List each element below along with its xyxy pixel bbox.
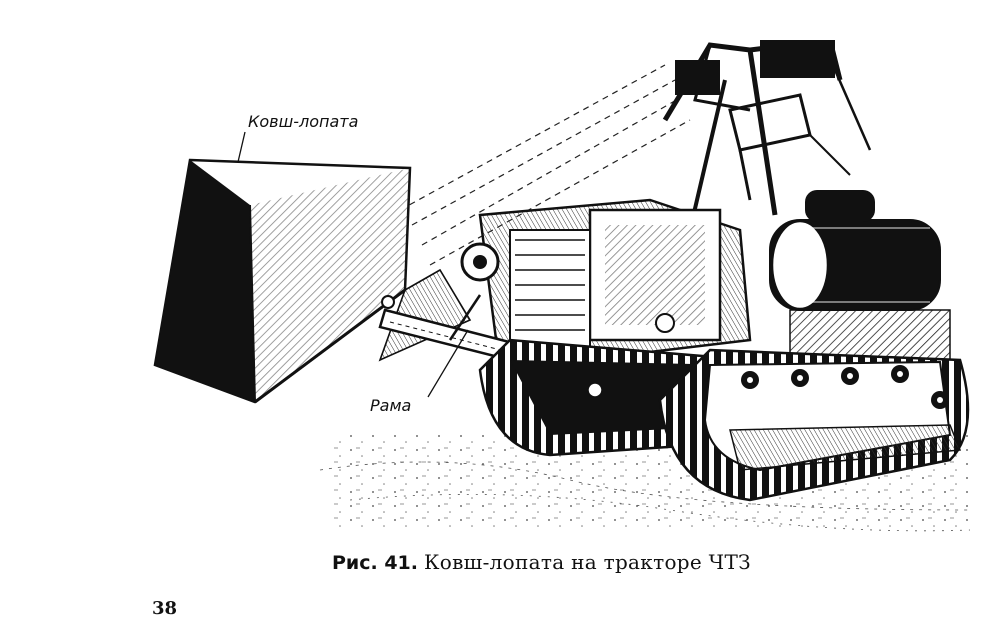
tractor-shovel-illustration (150, 40, 980, 545)
page-number: 38 (152, 598, 178, 619)
bucket-swing-lines (399, 64, 691, 266)
rear-track (658, 348, 970, 502)
figure-caption: Рис. 41. Ковш-лопата на тракторе ЧТЗ (332, 550, 751, 574)
figure-caption-text: Ковш-лопата на тракторе ЧТЗ (424, 550, 751, 574)
cut-off-text-line (0, 0, 1000, 6)
bucket-label: Ковш-лопата (248, 112, 359, 131)
illustration-svg (153, 40, 971, 532)
frame-label: Рама (370, 396, 412, 415)
tractor-body (460, 198, 752, 372)
figure-number: Рис. 41. (332, 552, 418, 574)
boom-mast (662, 40, 872, 231)
fuel-tanks (769, 190, 951, 371)
bucket (153, 158, 472, 404)
label-leaders (237, 131, 469, 398)
